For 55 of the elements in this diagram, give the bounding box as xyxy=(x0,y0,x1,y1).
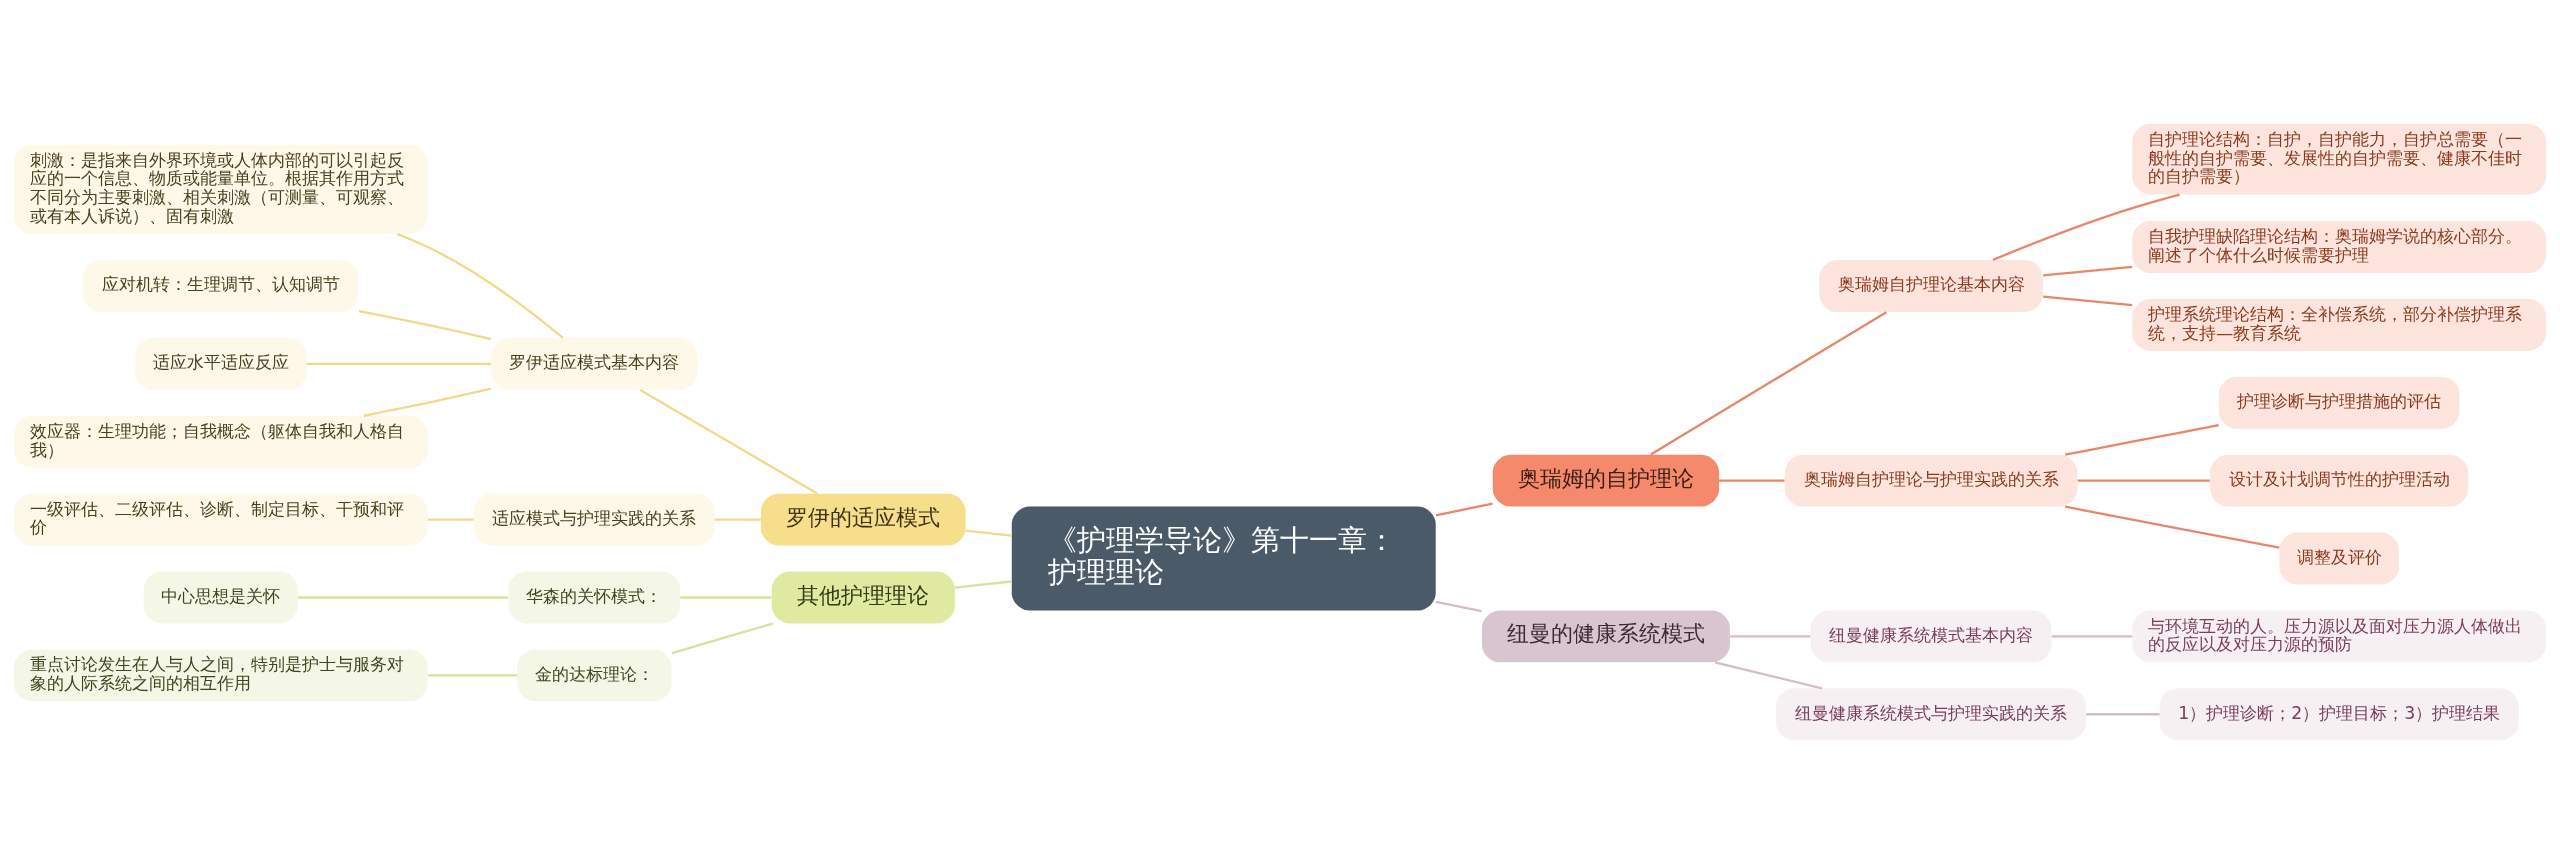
node-box: 纽曼的健康系统模式 xyxy=(1481,609,1730,662)
connector xyxy=(428,517,474,521)
node-box: 纽曼健康系统模式与护理实践的关系 xyxy=(1776,687,2087,740)
node-box: 奥瑞姆自护理论与护理实践的关系 xyxy=(1784,454,2078,507)
connector xyxy=(428,673,517,676)
connector xyxy=(363,387,492,417)
connector xyxy=(1992,192,2180,261)
connector xyxy=(1730,634,1811,638)
node-box: 奥瑞姆的自护理论 xyxy=(1492,454,1720,507)
connector xyxy=(671,621,774,654)
node-box: 自护理论结构：自护，自护能力，自护总需要（一般性的自护需要、发展性的自护需要、健康不佳时的自护需要） xyxy=(2132,123,2547,194)
node-box: 中心思想是关怀 xyxy=(143,571,298,623)
connector xyxy=(306,362,491,365)
node-box: 调整及评价 xyxy=(2279,532,2399,584)
node-box: 罗伊的适应模式 xyxy=(760,493,966,546)
connector xyxy=(680,595,772,599)
node-box: 刺激：是指来自外界环境或人体内部的可以引起反应的一个信息、物质或能量单位。根据其作用方式不同分为主要刺激、相关刺激（可测量、可观察、或有本人诉说）、固有刺激 xyxy=(13,144,428,234)
node-box: 《护理学导论》第十一章：护理理论 xyxy=(1011,506,1436,610)
node-box: 罗伊适应模式基本内容 xyxy=(491,337,698,390)
connector xyxy=(2086,712,2160,715)
node-box: 华森的关怀模式： xyxy=(508,571,681,623)
node-box: 奥瑞姆自护理论基本内容 xyxy=(1819,259,2043,312)
connector xyxy=(639,388,818,494)
connector xyxy=(965,528,1012,537)
node-box: 护理系统理论结构：全补偿系统，部分补偿护理系统，支持—教育系统 xyxy=(2132,298,2547,351)
node-box: 适应水平适应反应 xyxy=(135,337,307,390)
connector xyxy=(1714,660,1823,689)
node-box: 适应模式与护理实践的关系 xyxy=(473,493,715,546)
node-box: 一级评估、二级评估、诊断、制定目标、干预和评价 xyxy=(13,493,428,546)
connector xyxy=(2064,423,2219,456)
node-box: 纽曼健康系统模式基本内容 xyxy=(1810,609,2052,662)
node-box: 效应器：生理功能；自我概念（躯体自我和人格自我） xyxy=(13,415,428,468)
connector xyxy=(2043,295,2133,306)
connector xyxy=(714,517,761,521)
connector xyxy=(2051,634,2133,638)
node-box: 护理诊断与护理措施的评估 xyxy=(2218,376,2460,429)
connector xyxy=(358,309,492,340)
node-box: 应对机转：生理调节、认知调节 xyxy=(83,259,359,312)
connector xyxy=(397,232,564,338)
node-box: 其他护理理论 xyxy=(771,571,955,623)
node-box: 金的达标理论： xyxy=(517,648,672,701)
connector xyxy=(2077,479,2210,482)
node-box: 自我护理缺陷理论结构：奥瑞姆学说的核心部分。阐述了个体什么时候需要护理 xyxy=(2132,220,2547,273)
node-box: 重点讨论发生在人与人之间，特别是护士与服务对象的人际系统之间的相互作用 xyxy=(13,648,428,701)
connector xyxy=(298,595,509,599)
connector xyxy=(954,579,1012,589)
connector xyxy=(1435,502,1493,516)
node-box: 设计及计划调节性的护理活动 xyxy=(2210,454,2469,507)
connector xyxy=(1719,479,1785,482)
connector xyxy=(2043,265,2133,276)
node-box: 1）护理诊断；2）护理目标；3）护理结果 xyxy=(2159,687,2519,740)
connector xyxy=(1650,310,1887,455)
node-box: 与环境互动的人。压力源以及面对压力源人体做出的反应以及对压力源的预防 xyxy=(2132,609,2547,662)
connector xyxy=(1435,600,1482,612)
connector xyxy=(2064,505,2280,549)
